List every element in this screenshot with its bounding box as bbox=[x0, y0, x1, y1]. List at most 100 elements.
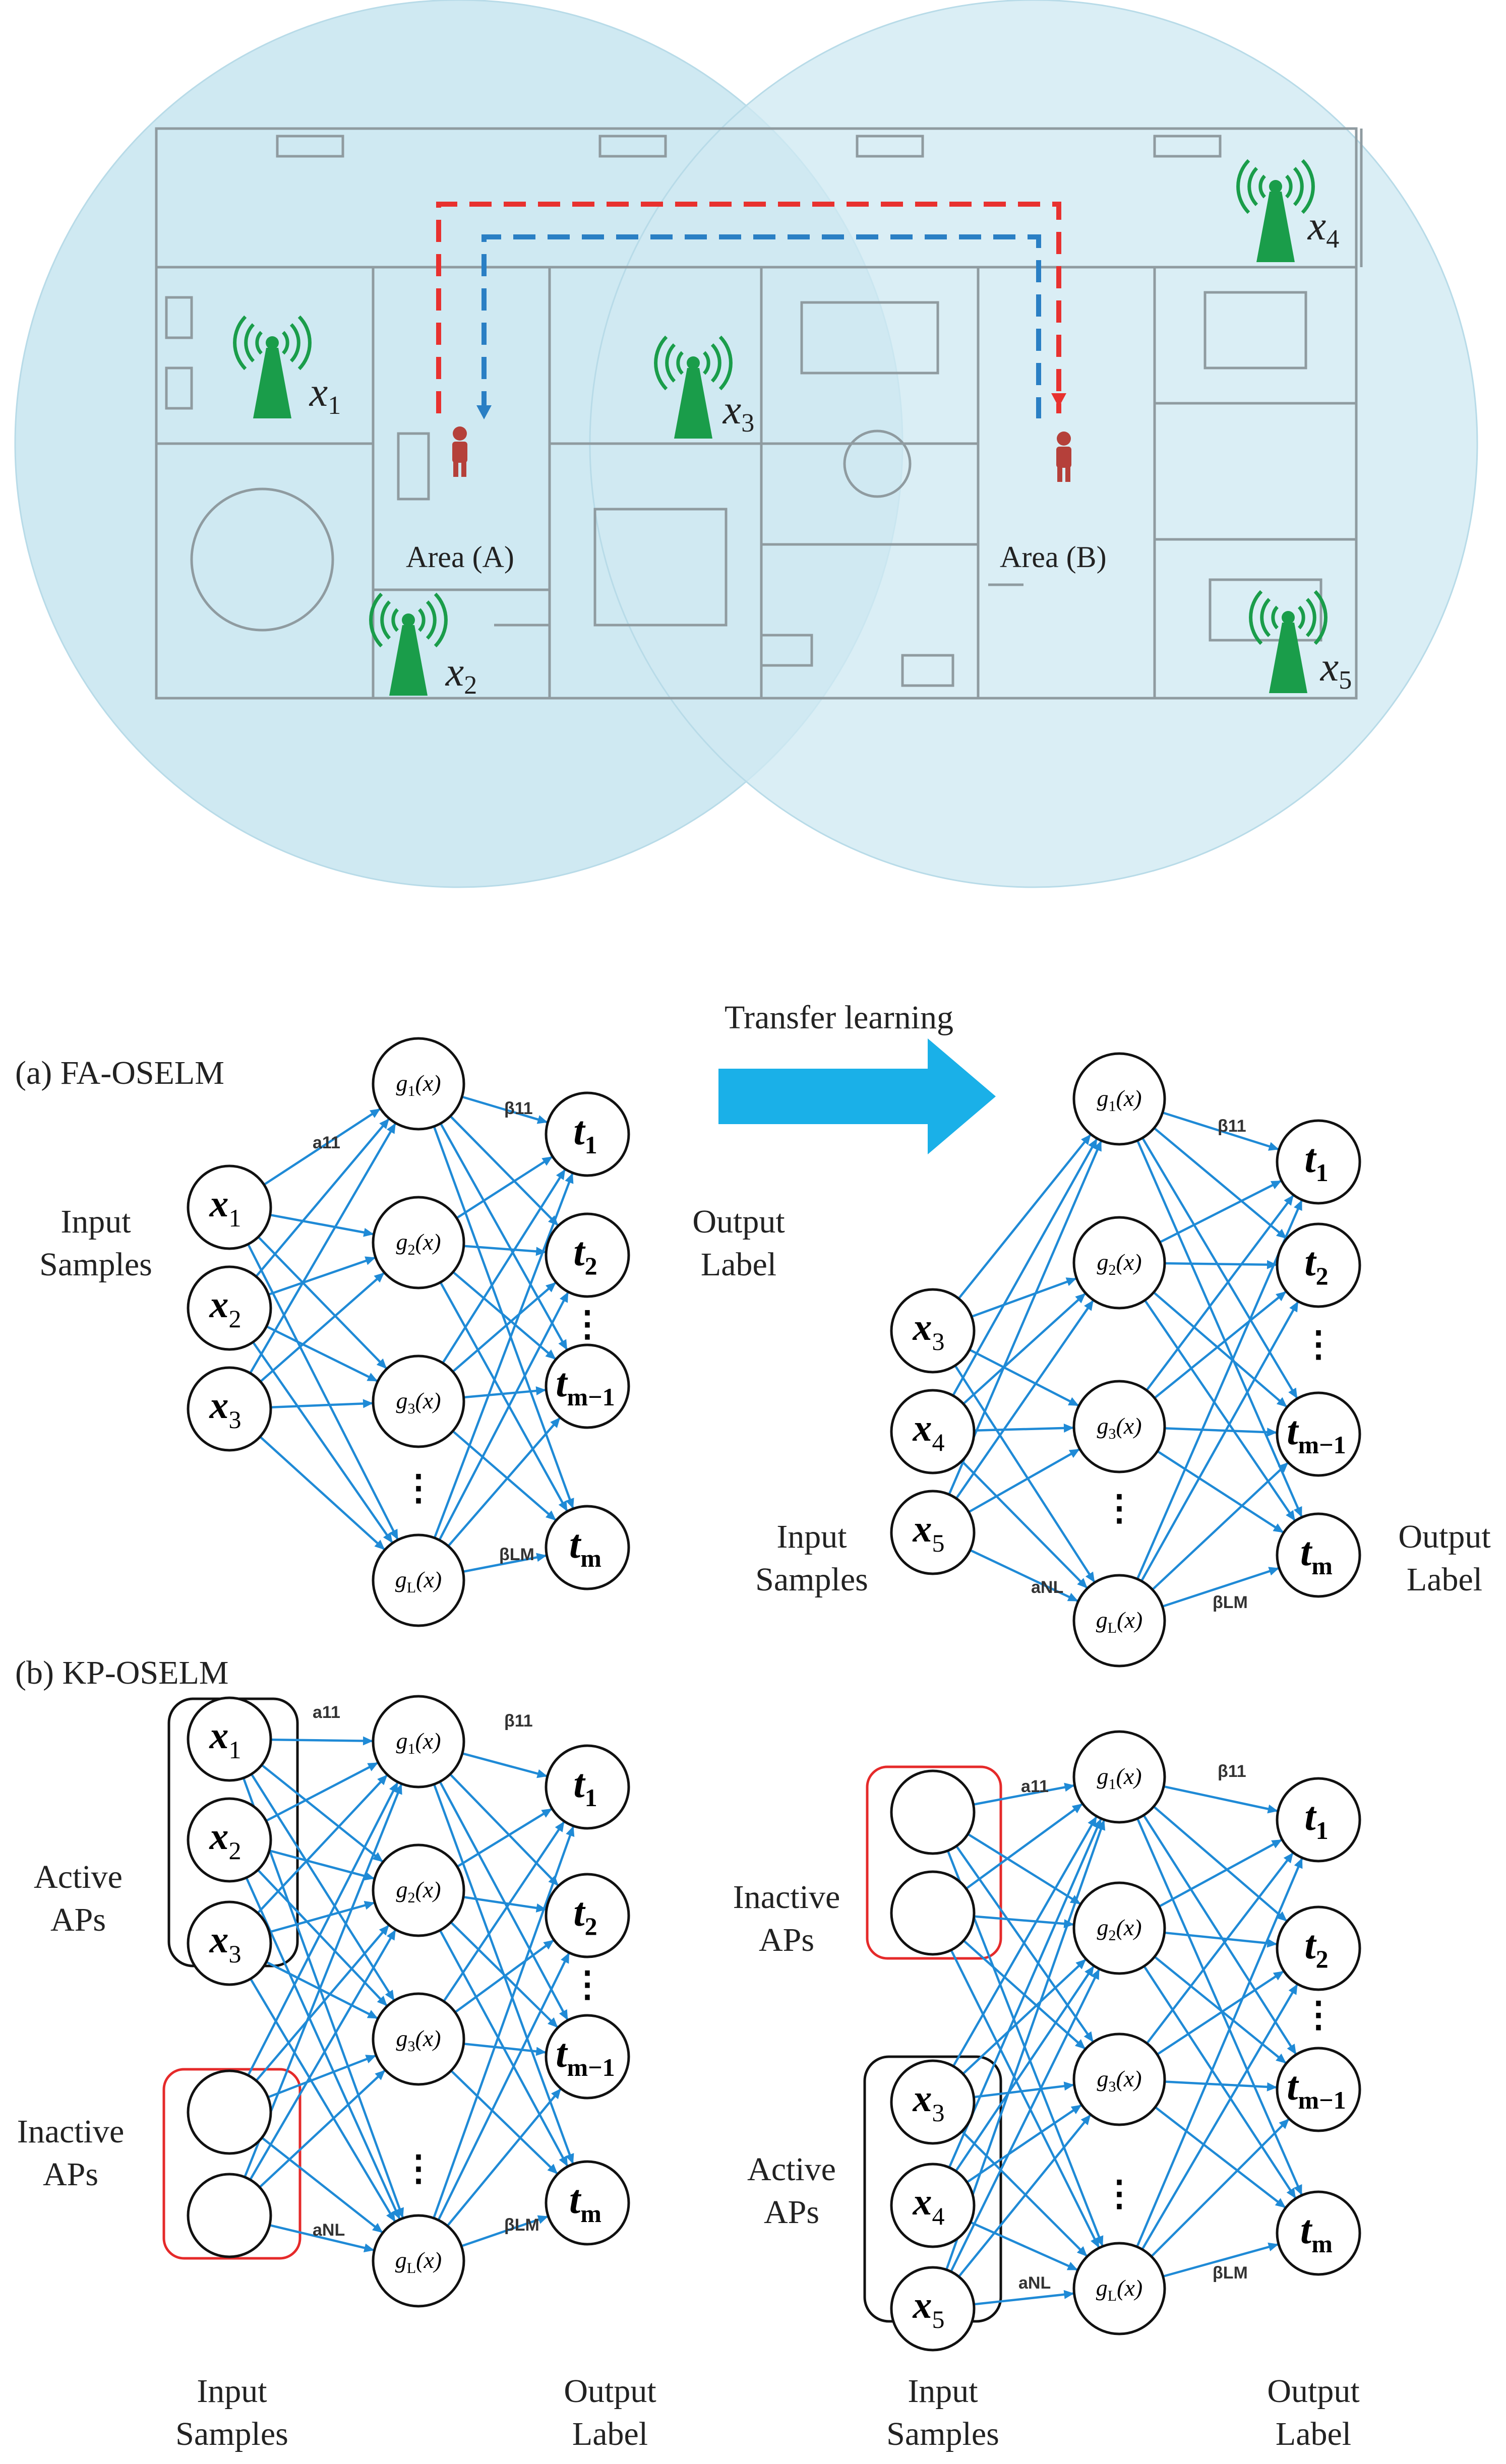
input-node-label: x3 bbox=[913, 1306, 945, 1356]
connection-edge bbox=[962, 1939, 1087, 2050]
connection-edge bbox=[452, 1271, 557, 1361]
hidden-node-label-arg: (x) bbox=[415, 1877, 441, 1902]
hidden-node-label-arg: (x) bbox=[1117, 2275, 1142, 2301]
connection-arrowhead bbox=[1066, 2261, 1078, 2270]
hidden-node: gL(x) bbox=[372, 1533, 465, 1627]
connection-edge bbox=[1153, 1291, 1288, 1408]
connection-edge bbox=[257, 1236, 388, 1370]
hidden-node-label-base: g bbox=[1097, 1915, 1108, 1940]
connection-arrowhead bbox=[1286, 2187, 1296, 2199]
output-label-label: Label bbox=[1276, 2416, 1351, 2452]
area-a-label: Area (A) bbox=[406, 540, 514, 574]
connection-arrowhead bbox=[1267, 2082, 1278, 2091]
ap-label-sub: 4 bbox=[1326, 225, 1339, 254]
output-node-label-base: t bbox=[1304, 1923, 1317, 1967]
output-node-label-base: t bbox=[1300, 2208, 1313, 2252]
hidden-node-label-base: g bbox=[1097, 1249, 1108, 1275]
connection-arrowhead bbox=[1074, 2039, 1086, 2050]
connection-arrowhead bbox=[565, 1173, 574, 1184]
output-label-label: Label bbox=[1407, 1561, 1482, 1598]
connection-edge bbox=[1164, 1262, 1278, 1266]
output-node-label: t2 bbox=[573, 1890, 597, 1940]
connection-edge bbox=[270, 1402, 374, 1408]
connection-arrowhead bbox=[1283, 1853, 1294, 1864]
hidden-node: g3(x) bbox=[372, 1354, 465, 1448]
hidden-node-label: g1(x) bbox=[396, 1070, 441, 1099]
connection-edge bbox=[962, 1292, 1087, 1405]
output-node-label-sub: 1 bbox=[585, 1131, 597, 1159]
input-node: x2 bbox=[187, 1265, 272, 1351]
output-node: tm bbox=[545, 2160, 630, 2246]
output-node-label-sub: 2 bbox=[1316, 1945, 1329, 1973]
output-node-label-sub: m bbox=[1311, 2230, 1333, 2258]
connection-edge bbox=[952, 1138, 1098, 1396]
connection-arrowhead bbox=[1268, 2242, 1279, 2252]
connection-arrowhead bbox=[537, 2215, 549, 2224]
connection-arrowhead bbox=[1067, 1592, 1078, 1601]
input-node-label: x3 bbox=[209, 1919, 242, 1968]
connection-edge bbox=[259, 1436, 386, 1551]
connection-arrowhead bbox=[367, 1373, 378, 1382]
output-node: tm bbox=[1276, 2190, 1361, 2276]
weight-label-aNL: aNL bbox=[313, 2221, 345, 2240]
output-label-label: Output bbox=[564, 2373, 656, 2410]
hidden-node-label-arg: (x) bbox=[1116, 1915, 1141, 1940]
hidden-node-label: g3(x) bbox=[1097, 2066, 1141, 2095]
connection-arrowhead bbox=[559, 2155, 568, 2167]
connection-edge bbox=[442, 1168, 567, 1364]
connection-arrowhead bbox=[365, 1256, 376, 1265]
connection-arrowhead bbox=[550, 1417, 561, 1428]
output-node-label-base: t bbox=[1304, 1137, 1317, 1181]
hidden-node-label-sub: 3 bbox=[1108, 2078, 1116, 2095]
input-node: x3 bbox=[187, 1900, 272, 1986]
weight-label-b11: β11 bbox=[504, 1711, 533, 1731]
input-node: x5 bbox=[890, 2266, 976, 2352]
output-node: t1 bbox=[545, 1744, 630, 1830]
hidden-node-label-arg: (x) bbox=[1117, 1607, 1142, 1633]
connection-arrowhead bbox=[386, 2210, 395, 2222]
network-panel: x3x4x5g1(x)g2(x)g3(x)gL(x)⋮t1t2tm−1tm⋮a1… bbox=[890, 1730, 1361, 2352]
connection-edge bbox=[261, 1764, 384, 1863]
connection-edge bbox=[257, 1869, 388, 2007]
active-aps-label: Active bbox=[747, 2151, 836, 2188]
connection-arrowhead bbox=[561, 1952, 569, 1964]
hidden-node-label-arg: (x) bbox=[415, 1388, 441, 1413]
output-node-label-base: t bbox=[1304, 1240, 1317, 1284]
connection-edge bbox=[462, 1752, 548, 1777]
hidden-node-label-sub: L bbox=[407, 2260, 416, 2276]
output-node: t2 bbox=[1276, 1905, 1361, 1991]
hidden-node: g3(x) bbox=[1072, 1380, 1166, 1473]
inactive-input-node bbox=[187, 2069, 272, 2155]
connection-edge bbox=[456, 1155, 554, 1219]
inactive-aps-label: Inactive bbox=[17, 2113, 125, 2150]
connection-edge bbox=[1154, 1290, 1287, 1399]
hidden-node-label-base: g bbox=[396, 2025, 407, 2051]
input-samples-label: Input bbox=[908, 2373, 978, 2410]
connection-arrowhead bbox=[369, 1108, 381, 1118]
weight-label-aNL: aNL bbox=[1031, 1578, 1063, 1597]
output-node-label-base: t bbox=[573, 1890, 586, 1935]
hidden-node-label: g1(x) bbox=[396, 1728, 441, 1757]
hidden-node-label: gL(x) bbox=[395, 2247, 442, 2276]
input-node-label-base: x bbox=[209, 1283, 229, 1326]
connection-arrowhead bbox=[1068, 1397, 1079, 1406]
connection-arrowhead bbox=[1068, 1449, 1080, 1458]
hidden-node: gL(x) bbox=[1072, 1574, 1166, 1668]
network-edges bbox=[247, 1095, 575, 1573]
hidden-node: g1(x) bbox=[372, 1037, 465, 1131]
output-node-label-base: t bbox=[1300, 1530, 1313, 1574]
connection-arrowhead bbox=[1077, 1578, 1088, 1588]
connection-arrowhead bbox=[536, 1115, 548, 1124]
connection-arrowhead bbox=[1075, 1959, 1087, 1969]
connection-edge bbox=[255, 1924, 390, 2082]
input-node-label: x1 bbox=[209, 1714, 242, 1764]
connection-arrowhead bbox=[386, 1123, 396, 1134]
hidden-node-label: g2(x) bbox=[1097, 1915, 1141, 1944]
connection-arrowhead bbox=[1279, 2118, 1290, 2129]
connection-arrowhead bbox=[391, 2208, 400, 2220]
connection-arrowhead bbox=[535, 2047, 547, 2056]
connection-arrowhead bbox=[1294, 1200, 1302, 1211]
connection-edge bbox=[266, 1961, 379, 2020]
